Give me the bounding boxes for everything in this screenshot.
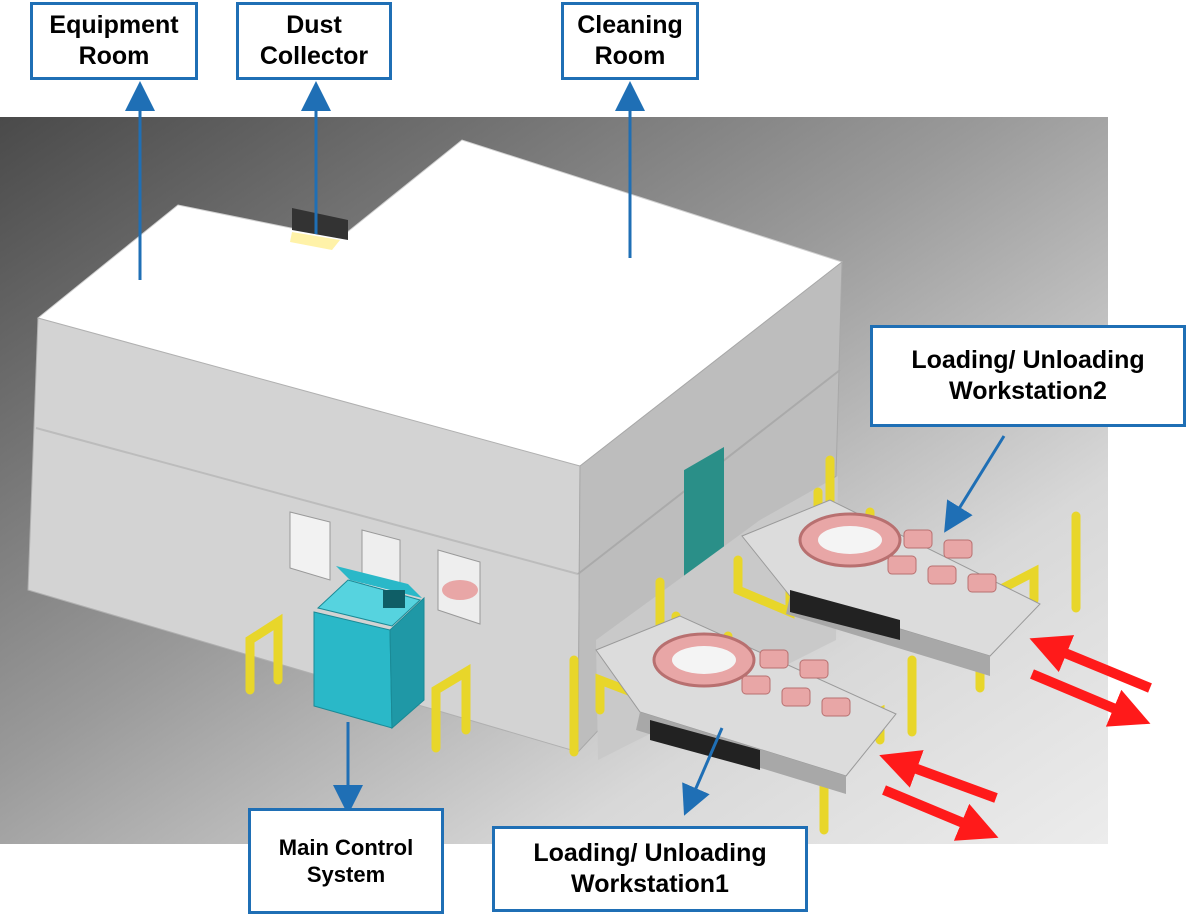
window-1 (289, 511, 331, 581)
label-workstation1-line1: Loading/ Unloading (533, 838, 767, 867)
flow-arrow-ws2-in (1029, 635, 1152, 693)
label-dust-collector: Dust Collector (236, 2, 392, 80)
arrow-workstation1 (682, 727, 724, 816)
label-dust-collector-line1: Dust (286, 10, 342, 39)
flow-arrows (879, 635, 1152, 841)
label-main-control-system: Main Control System (248, 808, 444, 914)
rail-2 (431, 664, 471, 753)
label-cleaning-room: Cleaning Room (561, 2, 699, 80)
building-windows (289, 511, 481, 625)
label-equipment-room-line2: Room (78, 42, 150, 70)
label-main-control-line2: System (306, 862, 386, 887)
flow-arrow-ws1-out (882, 785, 999, 841)
label-workstation2-line1: Loading/ Unloading (911, 345, 1145, 374)
rail-1 (245, 613, 283, 695)
callout-arrows (125, 81, 1006, 816)
label-workstation1-line2: Workstation1 (571, 870, 729, 898)
flow-arrow-ws1-in (879, 750, 998, 803)
label-cleaning-room-line2: Room (594, 42, 666, 70)
label-workstation2: Loading/ Unloading Workstation2 (870, 325, 1186, 427)
dust-collector-unit (292, 208, 348, 240)
arrow-workstation2 (944, 435, 1006, 533)
label-main-control-line1: Main Control (278, 834, 414, 860)
main-control-cabinet (313, 566, 425, 730)
workstation2-platform (741, 499, 1041, 676)
workstation2-parts (887, 529, 997, 593)
flow-arrow-ws2-out (1030, 669, 1151, 727)
label-equipment-room-line1: Equipment (49, 10, 179, 39)
label-equipment-room: Equipment Room (30, 2, 198, 80)
label-cleaning-room-line1: Cleaning (577, 10, 683, 39)
workstation1-platform (595, 615, 897, 794)
workstation1-parts (741, 649, 851, 717)
label-workstation1: Loading/ Unloading Workstation1 (492, 826, 808, 912)
label-workstation2-line2: Workstation2 (949, 377, 1107, 405)
label-dust-collector-line2: Collector (259, 42, 369, 70)
